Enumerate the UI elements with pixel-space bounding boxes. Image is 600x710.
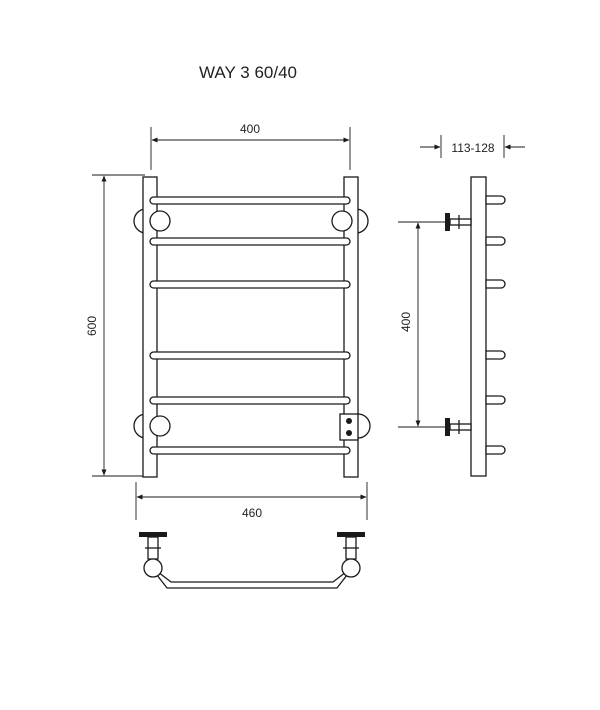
wall-brackets <box>133 208 369 439</box>
rung-4 <box>149 351 351 360</box>
post-end-right <box>341 558 361 578</box>
wall-plate-left <box>139 532 167 537</box>
rung-3 <box>149 280 351 289</box>
wall-plate-right <box>337 532 365 537</box>
top-view <box>139 532 365 589</box>
rungs <box>149 196 351 455</box>
top-width-dimension: 400 <box>150 122 351 170</box>
bracket-disc-top-left <box>149 210 171 232</box>
bottom-width-dimension: 460 <box>135 482 368 520</box>
side-rung-ends <box>485 195 506 455</box>
connection-distance-label: 400 <box>399 312 413 332</box>
front-view: 400 600 <box>85 122 371 520</box>
rung-2 <box>149 237 351 246</box>
side-wall-mount-bottom <box>445 418 472 436</box>
height-label: 600 <box>85 316 99 336</box>
depth-dimension: 113-128 <box>420 135 525 158</box>
drawing-title: WAY 3 60/40 <box>199 63 297 82</box>
side-post <box>470 176 487 477</box>
rung-1 <box>149 196 351 205</box>
bracket-disc-top-right <box>331 210 353 232</box>
side-view: 113-128 400 <box>398 135 525 477</box>
connection-distance-dimension: 400 <box>398 221 448 428</box>
bracket-disc-bottom-left <box>149 415 171 437</box>
height-dimension: 600 <box>85 174 145 477</box>
post-end-left <box>143 558 163 578</box>
top-width-label: 400 <box>240 122 260 136</box>
depth-label: 113-128 <box>451 141 494 155</box>
side-wall-mount-top <box>445 213 472 231</box>
electrical-connector-icon <box>339 413 359 441</box>
rung-6 <box>149 446 351 455</box>
rung-5 <box>149 396 351 405</box>
bottom-width-label: 460 <box>242 506 262 520</box>
